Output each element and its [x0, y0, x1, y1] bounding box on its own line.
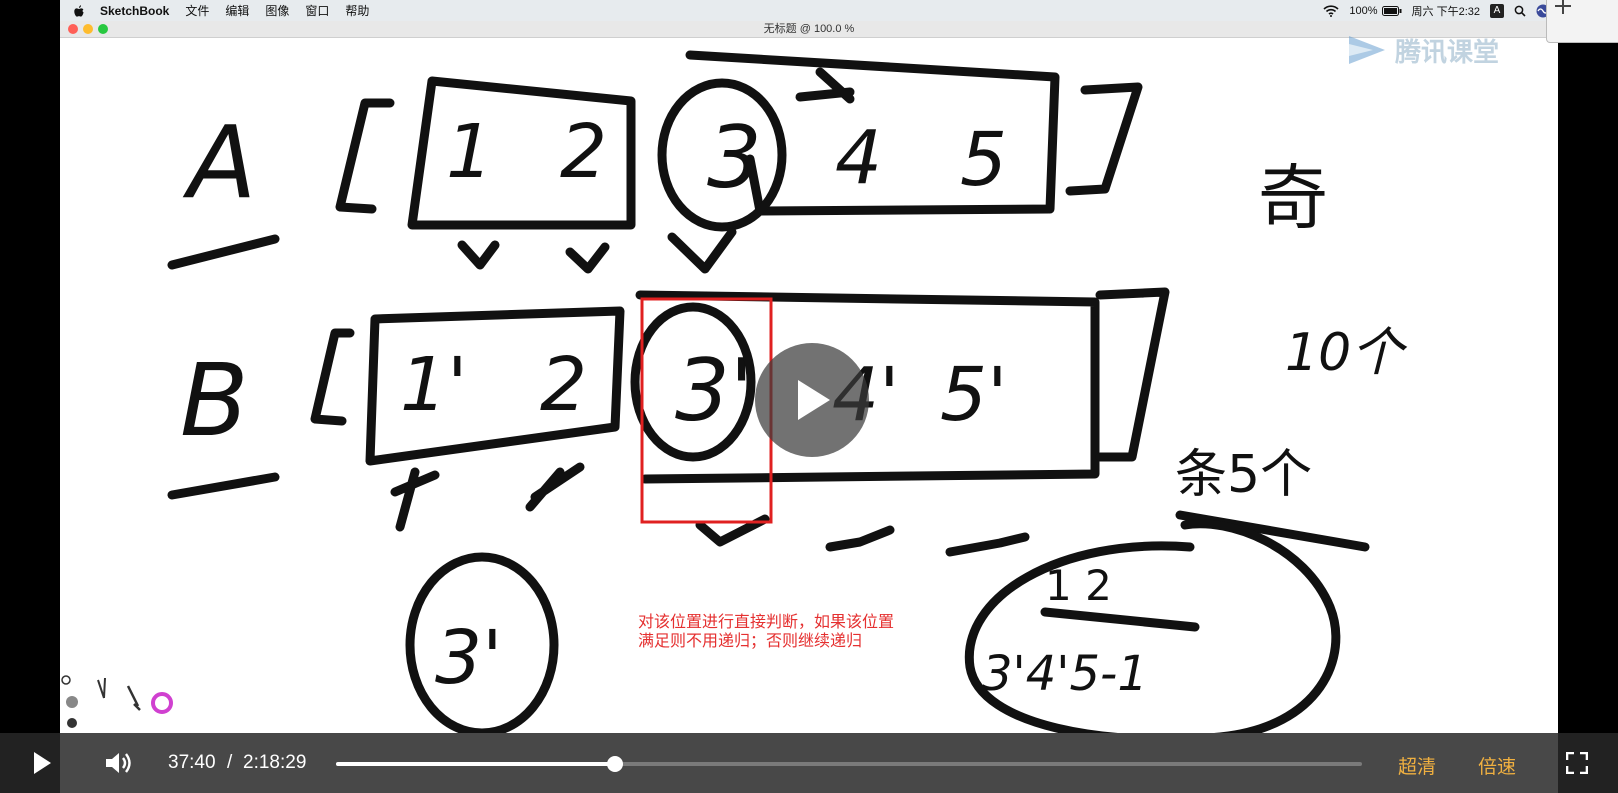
webcam-thumbnail[interactable]	[1546, 0, 1618, 43]
red-text-annotation: 对该位置进行直接判断，如果该位置 满足则不用递归；否则继续递归	[638, 612, 978, 650]
tick-mark-1	[457, 240, 500, 270]
spotlight-search-icon[interactable]	[1514, 5, 1526, 17]
play-triangle-icon	[798, 380, 830, 420]
bottom-check-3	[945, 532, 1030, 557]
window-minimize-button[interactable]	[83, 24, 93, 34]
annotation-line-1: 对该位置进行直接判断，如果该位置	[638, 612, 895, 631]
cross-mark-1	[390, 467, 440, 532]
row-a-circle-3	[657, 78, 787, 232]
battery-icon[interactable]	[1381, 5, 1402, 16]
row-a-box-left	[407, 76, 636, 230]
cross-mark-2	[525, 462, 585, 512]
player-control-bar: 37:40 / 2:18:29 超清 倍速	[0, 733, 1618, 793]
menubar-clock[interactable]: 周六 下午2:32	[1411, 5, 1480, 18]
large-circle	[964, 519, 1341, 733]
time-separator: /	[227, 752, 233, 773]
row-b-bracket-left	[310, 328, 355, 426]
plus-icon	[1555, 0, 1571, 14]
sketchbook-tool-palette	[61, 675, 173, 728]
pen-tool-icon[interactable]	[126, 685, 141, 711]
window-maximize-button[interactable]	[98, 24, 108, 34]
quality-button[interactable]: 超清	[1398, 756, 1437, 778]
window-titlebar: 无标题 @ 100.0 %	[60, 21, 1558, 38]
layer-tool-icon[interactable]	[66, 696, 78, 708]
row-b-box-left	[365, 306, 625, 466]
current-time: 37:40	[168, 752, 216, 773]
row-a-bracket-right	[1065, 82, 1143, 196]
row-b-circle-3	[630, 302, 756, 462]
row-a-digit-5: 5	[960, 117, 1007, 203]
annotation-line-2: 满足则不用递归；否则继续递归	[638, 631, 863, 650]
play-icon[interactable]	[32, 751, 52, 775]
row-a-digit-1: 1	[446, 109, 493, 195]
color-wheel-icon[interactable]	[151, 692, 173, 714]
row-a-label: A	[182, 104, 256, 221]
menu-file[interactable]: 文件	[185, 4, 210, 18]
row-a-bracket-left	[335, 98, 395, 214]
row-b-label: B	[180, 342, 249, 459]
right-note-low: 条5个	[1175, 445, 1312, 505]
bottom-check-2	[825, 525, 895, 552]
watermark-text: 腾讯课堂	[1395, 37, 1500, 68]
row-a-underline	[167, 234, 280, 270]
brush-size-icon[interactable]	[67, 718, 77, 728]
battery-percent: 100%	[1349, 4, 1378, 17]
menu-window[interactable]: 窗口	[305, 4, 330, 18]
circle-note-top: 1 2	[1045, 561, 1112, 610]
tick-mark-2	[565, 242, 610, 274]
tencent-classroom-watermark: 腾讯课堂	[1345, 30, 1499, 70]
settings-gear-icon[interactable]	[61, 675, 71, 685]
row-b-underline	[167, 472, 280, 500]
bottom-circle-3prime	[405, 552, 559, 733]
progress-thumb[interactable]	[607, 756, 624, 772]
apple-icon[interactable]	[74, 4, 84, 17]
fullscreen-icon[interactable]	[1566, 752, 1588, 774]
menu-help[interactable]: 帮助	[345, 4, 370, 18]
window-title: 无标题 @ 100.0 %	[763, 23, 855, 35]
row-a-box-right	[685, 50, 1060, 216]
right-note-mid: 10个	[1285, 323, 1408, 383]
row-b-digit-2: 2	[540, 342, 587, 428]
circle-note-bottom: 3'4'5-1	[982, 646, 1148, 702]
wifi-icon[interactable]	[1323, 4, 1339, 17]
row-a-strike	[795, 67, 855, 104]
total-duration: 2:18:29	[243, 752, 307, 773]
row-b-box-right	[635, 290, 1100, 484]
input-method-icon[interactable]: A	[1490, 3, 1504, 18]
brush-tool-icon[interactable]	[97, 677, 106, 699]
mac-menubar: SketchBook 文件 编辑 图像 窗口 帮助 100% 周六	[60, 0, 1558, 21]
playback-speed-button[interactable]: 倍速	[1478, 756, 1517, 778]
window-close-button[interactable]	[68, 24, 78, 34]
progress-fill	[336, 762, 616, 766]
tencent-classroom-logo-icon	[1349, 36, 1385, 64]
row-a-digit-2: 2	[560, 109, 607, 195]
tick-mark-3	[667, 227, 737, 274]
center-play-button[interactable]	[755, 343, 869, 457]
sketch-canvas[interactable]: A B 1 2 3 4 5 1' 2 3' 4' 5' 3' 奇 10个 条5个…	[60, 37, 1558, 733]
circle-fraction-line	[1040, 607, 1200, 632]
menu-image[interactable]: 图像	[265, 4, 290, 18]
menubar-status-area: 100% 周六 下午2:32 A	[1313, 0, 1550, 21]
menu-app-name[interactable]: SketchBook	[100, 3, 170, 18]
circled-bottom-digit: 3'	[435, 615, 502, 701]
volume-icon[interactable]	[104, 750, 134, 776]
menu-edit[interactable]: 编辑	[225, 4, 250, 18]
row-a-digit-4: 4	[835, 115, 882, 201]
right-note-top: 奇	[1258, 157, 1328, 239]
row-b-digit-5: 5'	[940, 352, 1007, 438]
row-b-bracket-right	[1095, 287, 1170, 462]
video-frame[interactable]: SketchBook 文件 编辑 图像 窗口 帮助 100% 周六	[60, 0, 1558, 793]
progress-bar[interactable]	[336, 756, 1362, 772]
row-b-digit-1: 1'	[400, 342, 467, 428]
bottom-check-1	[695, 514, 770, 547]
